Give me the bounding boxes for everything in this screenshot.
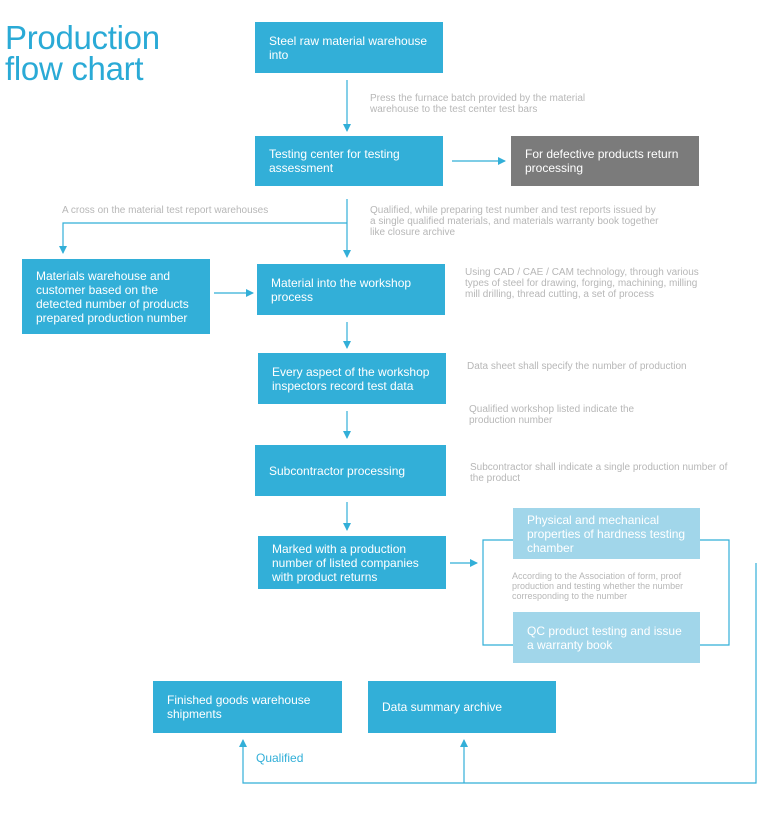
box-marked: Marked with a production number of liste…	[258, 536, 446, 589]
box-subcontractor: Subcontractor processing	[255, 445, 446, 496]
note-sub-indicate: Subcontractor shall indicate a single pr…	[470, 462, 728, 484]
box-qc: QC product testing and issue a warranty …	[513, 612, 700, 663]
note-association: According to the Association of form, pr…	[512, 571, 684, 601]
box-raw-material: Steel raw material warehouse into	[255, 22, 443, 73]
qualified-label: Qualified	[256, 751, 304, 765]
line-bottom-loop	[239, 563, 757, 784]
box-material-workshop: Material into the workshop process	[257, 264, 445, 315]
bracket-right	[700, 539, 730, 646]
line-cross-to-warehouse	[59, 222, 347, 254]
box-data-archive: Data summary archive	[368, 681, 556, 733]
note-datasheet: Data sheet shall specify the number of p…	[467, 361, 687, 372]
box-physical: Physical and mechanical properties of ha…	[513, 508, 700, 559]
box-finished-goods: Finished goods warehouse shipments	[153, 681, 342, 733]
box-testing-center: Testing center for testing assessment	[255, 136, 443, 186]
note-qualified-prep: Qualified, while preparing test number a…	[370, 205, 659, 238]
note-workshop-listed: Qualified workshop listed indicate the p…	[469, 404, 635, 426]
box-defective: For defective products return processing	[511, 136, 699, 186]
note-furnace: Press the furnace batch provided by the …	[370, 93, 586, 115]
page-title: Production flow chart	[5, 19, 160, 87]
note-cross: A cross on the material test report ware…	[62, 205, 269, 216]
note-cad: Using CAD / CAE / CAM technology, throug…	[465, 267, 699, 300]
box-materials-warehouse: Materials warehouse and customer based o…	[22, 259, 210, 334]
bracket-left	[482, 539, 513, 646]
box-inspectors: Every aspect of the workshop inspectors …	[258, 353, 446, 404]
